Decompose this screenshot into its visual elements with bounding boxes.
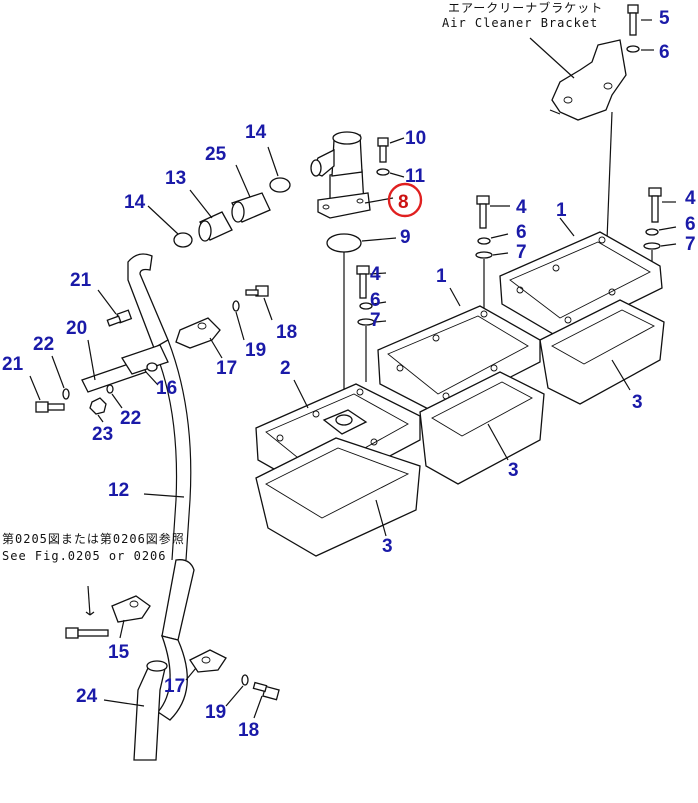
- callout-14: 14: [245, 122, 267, 143]
- clip-16: [145, 362, 159, 386]
- callout-13: 13: [165, 168, 186, 189]
- hose-24: [103, 660, 168, 761]
- callout-3: 3: [382, 536, 393, 557]
- bolt-4-left: [356, 265, 387, 382]
- callout-7: 7: [370, 310, 381, 331]
- washer-7-center: [475, 251, 493, 259]
- callout-6: 6: [516, 222, 527, 243]
- clip-15: [111, 595, 151, 639]
- bracket-caption-en: Air Cleaner Bracket: [442, 16, 598, 30]
- washer-6-left: [359, 302, 373, 310]
- clamp-14-lower: [147, 205, 193, 248]
- washer-6-right: [645, 228, 659, 236]
- bolt-21-upper: [97, 289, 133, 327]
- callout-1: 1: [556, 200, 567, 221]
- callout-11: 11: [405, 166, 426, 187]
- callout-1: 1: [436, 266, 447, 287]
- washer-6-top: [626, 45, 654, 53]
- bolt-18-lower: [252, 681, 280, 719]
- callout-6: 6: [370, 290, 381, 311]
- callout-16: 16: [156, 378, 177, 399]
- rocker-cover-right: [499, 217, 665, 405]
- bolt-5: [627, 4, 652, 36]
- highlight-ring-8: [387, 182, 423, 218]
- callout-19: 19: [245, 340, 266, 361]
- callout-14: 14: [124, 192, 146, 213]
- callout-3: 3: [632, 392, 643, 413]
- callout-9: 9: [400, 227, 411, 248]
- callout-6: 6: [659, 42, 670, 63]
- callout-12: 12: [108, 480, 129, 501]
- callout-17: 17: [216, 358, 237, 379]
- callout-4: 4: [516, 197, 527, 218]
- callout-5: 5: [659, 8, 670, 29]
- callout-7: 7: [516, 242, 527, 263]
- callout-4: 4: [685, 188, 696, 209]
- callout-18: 18: [276, 322, 297, 343]
- reference-caption-jp: 第0205図または第0206図参照: [2, 531, 185, 546]
- bolt-4-center: [475, 195, 510, 312]
- callout-20: 20: [66, 318, 87, 339]
- bolt-18-upper: [245, 285, 273, 321]
- bolt-lower-left: [65, 585, 109, 639]
- clamp-14-upper: [267, 146, 291, 193]
- callout-23: 23: [92, 424, 113, 445]
- tube-12: [127, 253, 195, 721]
- washer-22-left: [51, 355, 70, 400]
- callout-22: 22: [33, 334, 54, 355]
- callout-22: 22: [120, 408, 141, 429]
- callout-24: 24: [76, 686, 98, 707]
- washer-7-left: [357, 318, 375, 326]
- callout-15: 15: [108, 642, 130, 663]
- breather-housing: [310, 131, 394, 219]
- clip-20: [81, 339, 169, 393]
- washer-7-right: [643, 242, 661, 250]
- callout-6: 6: [685, 214, 696, 235]
- nut-23: [89, 397, 107, 423]
- callout-10: 10: [405, 128, 426, 149]
- washer-19-lower: [225, 674, 249, 707]
- callout-17: 17: [164, 676, 185, 697]
- callout-25: 25: [205, 144, 227, 165]
- callout-7: 7: [685, 234, 696, 255]
- hose-13: [189, 189, 233, 242]
- clip-17-lower: [185, 649, 227, 681]
- bolt-21-lower: [29, 375, 65, 413]
- bolt-4-right: [643, 187, 677, 268]
- washer-19-upper: [232, 300, 245, 341]
- bracket-caption-jp: エアークリーナブラケット: [448, 0, 603, 15]
- sleeve-25: [231, 164, 271, 223]
- clip-17-upper: [175, 317, 223, 359]
- callout-18: 18: [238, 720, 259, 741]
- bolt-10: [377, 137, 405, 163]
- callout-21: 21: [2, 354, 24, 375]
- air-cleaner-bracket: [529, 37, 627, 241]
- callout-4: 4: [370, 264, 381, 285]
- callout-2: 2: [280, 358, 291, 379]
- callout-3: 3: [508, 460, 519, 481]
- washer-6-center: [477, 237, 491, 245]
- callout-21: 21: [70, 270, 92, 291]
- washer-11: [376, 168, 405, 178]
- gasket-9: [326, 233, 397, 416]
- reference-caption-en: See Fig.0205 or 0206: [2, 549, 167, 563]
- callout-8: 8: [398, 192, 409, 213]
- rocker-cover-center: [377, 287, 545, 485]
- washer-22-right: [106, 384, 123, 409]
- callout-19: 19: [205, 702, 226, 723]
- rocker-cover-front: [255, 379, 421, 557]
